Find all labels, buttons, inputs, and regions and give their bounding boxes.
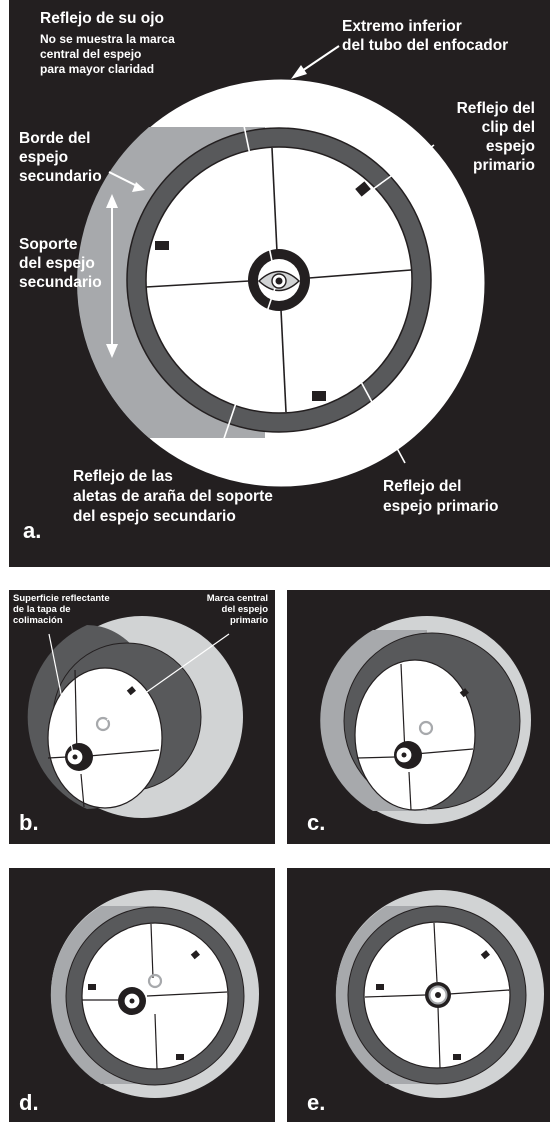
mirror-clip xyxy=(459,688,469,698)
cap-label-2: de la tapa de xyxy=(13,604,71,615)
diagram-a xyxy=(76,45,486,488)
clip-label-1: Reflejo del xyxy=(456,100,535,117)
secondary-holder-arrow xyxy=(106,194,118,358)
primary-center-mark xyxy=(418,720,434,736)
cap-center-dot xyxy=(129,998,135,1004)
mirror-clip xyxy=(376,984,384,990)
mark-label-3: primario xyxy=(229,615,268,626)
focuser-tube-label-2: del tubo del enfocador xyxy=(342,37,509,54)
eye-note-line-2: central del espejo xyxy=(40,47,142,61)
panel-c: c. xyxy=(287,590,550,844)
diagram-e xyxy=(335,890,544,1098)
mirror-clip xyxy=(312,391,326,401)
secondary-holder-label-2: del espejo xyxy=(19,255,95,272)
spider-label-1: Reflejo de las xyxy=(73,468,173,485)
primary-label-1: Reflejo del xyxy=(383,478,462,495)
mirror-clip xyxy=(190,950,200,960)
mirror-clip xyxy=(155,241,169,250)
mirror-clip xyxy=(176,1054,184,1060)
diagram-c xyxy=(320,616,531,824)
secondary-holder-label-3: secundario xyxy=(19,274,102,291)
spider-vanes xyxy=(82,923,228,1070)
focuser-tube-label-1: Extremo inferior xyxy=(342,18,462,35)
primary-center-mark xyxy=(147,973,163,989)
spider-vanes xyxy=(145,147,412,413)
panel-letter-d: d. xyxy=(19,1090,39,1115)
cap-center-dot xyxy=(435,992,441,998)
diagram-d xyxy=(50,890,259,1098)
spider-label-2: aletas de araña del soporte xyxy=(73,488,273,505)
primary-center-mark xyxy=(95,716,111,732)
mirror-clip xyxy=(126,686,136,696)
panel-a: Reflejo de su ojo No se muestra la marca… xyxy=(9,0,550,567)
clip-label-3: espejo xyxy=(485,138,535,155)
spider-label-3: del espejo secundario xyxy=(73,508,236,525)
primary-label-2: espejo primario xyxy=(383,498,499,515)
panel-e: e. xyxy=(287,868,550,1122)
panel-letter-e: e. xyxy=(307,1090,326,1115)
primary-mirror xyxy=(47,667,163,809)
cap-label-1: Superficie reflectante xyxy=(13,593,110,604)
mark-label-1: Marca central xyxy=(206,593,268,604)
mirror-clip xyxy=(453,1054,461,1060)
spider-vanes xyxy=(47,669,160,808)
panel-letter-a: a. xyxy=(23,518,42,543)
panel-b: Superficie reflectante de la tapa de col… xyxy=(9,590,275,844)
cap-center-dot xyxy=(401,752,407,758)
mirror-clip xyxy=(88,984,96,990)
cap-center-dot xyxy=(72,754,78,760)
spider-vanes xyxy=(356,663,474,811)
cap-label-3: colimación xyxy=(13,615,63,626)
secondary-edge-label-2: espejo xyxy=(19,149,69,166)
secondary-holder-label-1: Soporte xyxy=(19,236,78,253)
leader-lines xyxy=(213,91,435,469)
focuser-arrow xyxy=(291,45,340,79)
eye-note-line-1: No se muestra la marca xyxy=(40,32,175,46)
secondary-edge-label-1: Borde del xyxy=(19,130,91,147)
mirror-clip xyxy=(355,181,371,197)
mark-label-2: del espejo xyxy=(221,604,268,615)
mirror-clip xyxy=(480,950,490,960)
eye-reflection-label: Reflejo de su ojo xyxy=(40,10,165,27)
panel-letter-b: b. xyxy=(19,810,39,835)
eye-pupil xyxy=(275,277,283,285)
panel-letter-c: c. xyxy=(307,810,326,835)
clip-label-4: primario xyxy=(472,157,535,174)
diagram-b xyxy=(27,616,243,818)
clip-label-2: clip del xyxy=(481,119,535,136)
primary-mirror xyxy=(354,659,476,811)
spider-vanes xyxy=(364,922,510,1069)
eye-note-line-3: para mayor claridad xyxy=(40,62,155,76)
leader-lines xyxy=(48,633,230,754)
secondary-edge-label-3: secundario xyxy=(19,168,102,185)
secondary-edge-arrow xyxy=(108,171,145,192)
panel-d: d. xyxy=(9,868,275,1122)
